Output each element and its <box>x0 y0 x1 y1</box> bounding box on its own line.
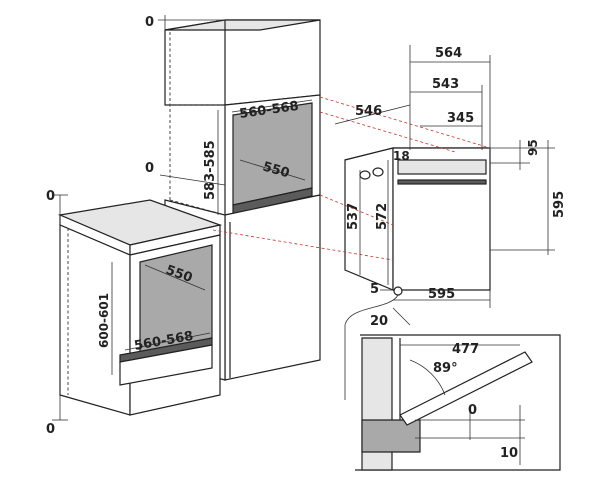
dimline-550-left <box>144 264 206 291</box>
tall-cabinet-top-lid <box>164 19 321 31</box>
label-546: 546 <box>355 104 382 119</box>
label-564: 564 <box>435 46 462 61</box>
tall-cabinet-hidden-shelf <box>169 199 226 216</box>
alignment-lines <box>212 96 491 261</box>
label-18: 18 <box>393 149 410 163</box>
label-89: 89° <box>433 361 458 376</box>
label-95: 95 <box>526 139 540 156</box>
label-572: 572 <box>375 203 390 230</box>
tall-niche-shelf <box>232 187 313 215</box>
label-595-right: 595 <box>552 191 567 218</box>
label-20: 20 <box>370 314 388 329</box>
callout-leader <box>344 294 399 400</box>
dimline-560-568-top <box>231 99 313 113</box>
label-10: 10 <box>500 446 518 461</box>
detail-shelf-block <box>361 419 421 453</box>
detail-callout <box>344 286 403 400</box>
label-537: 537 <box>346 203 361 230</box>
align-line-2 <box>319 111 456 153</box>
detail-open-door <box>399 351 533 426</box>
label-0-left-top: 0 <box>46 189 55 204</box>
label-0-detail: 0 <box>468 403 477 418</box>
dimline-546 <box>334 104 411 125</box>
label-600-601: 600-601 <box>97 293 111 348</box>
base-plinth-front <box>119 344 213 386</box>
callout-circle <box>393 286 403 296</box>
oven-handle <box>397 179 487 185</box>
tall-cabinet-lower-front <box>224 194 321 381</box>
label-345: 345 <box>447 111 474 126</box>
label-595-bottom: 595 <box>428 287 455 302</box>
label-5: 5 <box>370 282 379 297</box>
detail-inset <box>355 334 561 471</box>
label-550-top: 550 <box>261 159 291 181</box>
dimline-20 <box>392 307 411 326</box>
base-cabinet <box>57 199 223 416</box>
align-line-3 <box>319 194 394 226</box>
label-543: 543 <box>432 77 459 92</box>
tall-cabinet-top-side <box>164 19 321 106</box>
oven-control-panel <box>397 159 487 175</box>
oven-knob-2 <box>372 167 384 177</box>
oven-unit <box>344 147 491 291</box>
dimline-tall-mid <box>159 174 226 186</box>
detail-89-arc <box>409 359 446 396</box>
dimline-550-top <box>239 159 306 181</box>
label-477: 477 <box>452 342 479 357</box>
label-0-left-bottom: 0 <box>46 422 55 437</box>
align-line-4 <box>212 229 394 261</box>
align-line-1 <box>319 96 491 149</box>
base-cabinet-side <box>59 224 131 416</box>
oven-knob-1 <box>359 170 371 180</box>
label-0-mid: 0 <box>145 161 154 176</box>
label-0-top: 0 <box>145 15 154 30</box>
detail-frame <box>355 334 561 471</box>
dimension-lines <box>52 15 555 421</box>
dimline-560-568-left <box>124 332 211 351</box>
label-583-585: 583-585 <box>203 140 218 200</box>
